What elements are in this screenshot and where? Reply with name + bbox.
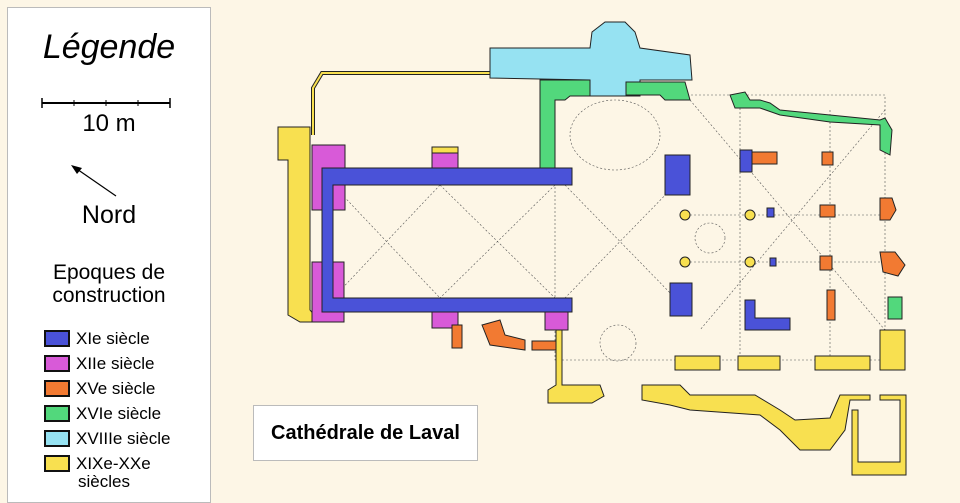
epoch-label: XIIe siècle [76,353,155,373]
north-arrow-icon [71,165,117,197]
swatch-xixe-xxe [44,455,70,472]
epochs-heading-line-2: construction [52,284,166,307]
epoch-label: XVIe siècle [76,403,162,423]
epoch-list: XIe siècle XIIe siècle XVe siècle XVIe s… [44,326,171,476]
legend-panel: Légende 10 m Nord Epoques de constructio… [7,7,211,503]
swatch-xie [44,330,70,347]
scale-bar [41,98,171,108]
epoch-item: XIe siècle [44,326,171,351]
swatch-xviiie [44,430,70,447]
epochs-heading-line-1: Epoques de [52,261,166,284]
epoch-label-suffix: siècles [78,472,130,491]
plan-title: Cathédrale de Laval [253,405,478,461]
north-label: Nord [81,201,137,229]
epoch-item: XIIe siècle [44,351,171,376]
epoch-label: XIe siècle [76,328,150,348]
swatch-xiie [44,355,70,372]
xie-parts [321,149,791,331]
epoch-label: XVIIIe siècle [76,428,171,448]
epoch-item: XVIe siècle [44,401,171,426]
epoch-item: XIXe-XXe [44,451,171,476]
swatch-xve [44,380,70,397]
epoch-label: XVe siècle [76,378,156,398]
epochs-heading: Epoques de construction [8,261,210,307]
scale-label: 10 m [82,110,136,137]
epoch-item: XVe siècle [44,376,171,401]
legend-title: Légende [42,28,176,66]
epoch-item: XVIIIe siècle [44,426,171,451]
xvie-parts [539,79,903,320]
swatch-xvie [44,405,70,422]
epoch-label: XIXe-XXe [76,453,151,473]
xve-parts [451,151,906,351]
vault-lines [332,94,886,362]
